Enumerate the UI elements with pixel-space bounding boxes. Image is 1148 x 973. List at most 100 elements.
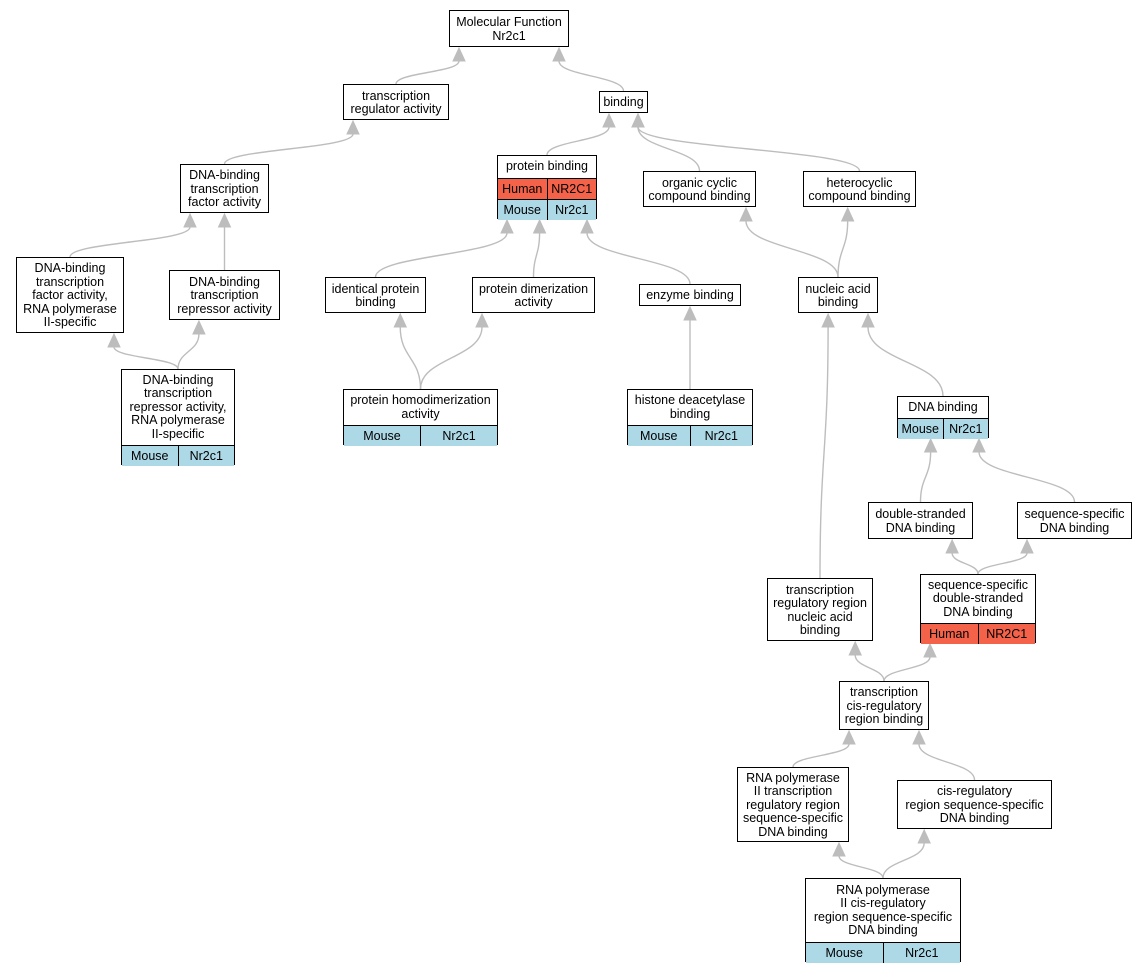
edge-arrowhead [107, 332, 121, 348]
go-term-label: sequence-specific double-stranded DNA bi… [927, 577, 1029, 619]
edge-rnap2crr-to-rnap2trr [838, 855, 884, 879]
edge-arrowhead [532, 218, 547, 234]
edge-arrowhead [500, 218, 514, 234]
edge-arrowhead [475, 312, 489, 328]
edge-binding-to-mf [558, 60, 625, 92]
go-term-label: DNA binding [908, 399, 978, 414]
annotation-species: Human [929, 627, 970, 641]
go-term-label: protein dimerization activity [478, 281, 589, 309]
edge-arrowhead [739, 206, 753, 222]
edge-phda-to-ipb [399, 326, 422, 390]
go-term-label: DNA-binding transcription factor activit… [23, 261, 117, 330]
go-term-node-ssdsdb[interactable]: sequence-specific double-stranded DNA bi… [920, 574, 1036, 644]
edge-arrowhead [346, 119, 360, 135]
go-term-label: cis-regulatory region sequence-specific … [905, 784, 1044, 826]
edge-arrowhead [917, 828, 931, 844]
edge-dbtfa-to-tra [223, 133, 354, 165]
edge-ocb-to-binding [637, 126, 701, 172]
go-term-node-dbtfa[interactable]: DNA-binding transcription factor activit… [180, 164, 269, 213]
edge-arrowhead [972, 437, 986, 453]
go-term-label: transcription regulatory region nucleic … [773, 582, 867, 637]
edge-rnap2crr-to-crrssdb [882, 842, 925, 879]
go-term-label: protein homodimerization activity [350, 393, 491, 421]
edge-dbtra2-to-dbtra [177, 333, 200, 370]
edge-eb-to-pb [586, 232, 691, 285]
go-term-label: transcription regulator activity [350, 88, 442, 116]
go-term-node-dbtra[interactable]: DNA-binding transcription repressor acti… [169, 270, 280, 320]
edge-tcrrb-to-trrnab [854, 654, 885, 682]
go-term-node-rnap2trr[interactable]: RNA polymerase II transcription regulato… [737, 767, 849, 842]
edge-arrowhead [183, 212, 197, 228]
go-term-node-rnap2crr[interactable]: RNA polymerase II cis-regulatory region … [805, 878, 961, 963]
edge-hcb-to-binding [637, 126, 861, 172]
edge-pda-to-pb [532, 232, 541, 278]
edge-arrowhead [217, 212, 232, 228]
annotation-row-mouse: Mouse Nr2c1 [628, 425, 752, 446]
annotation-species: Mouse [825, 946, 864, 960]
edge-ssdsdb-to-dsdb [951, 552, 979, 575]
edge-arrowhead [912, 729, 926, 745]
go-term-label: heterocyclic compound binding [808, 175, 911, 203]
go-term-label: identical protein binding [331, 281, 420, 309]
edge-dsdb-to-dnab [919, 451, 932, 503]
go-term-node-binding[interactable]: binding [599, 91, 648, 113]
go-term-label: protein binding [505, 159, 588, 174]
annotation-species: Human [502, 182, 543, 196]
edge-tcrrb-to-ssdsdb [883, 656, 931, 682]
edge-arrowhead [602, 112, 616, 128]
edge-trrnab-to-nab [819, 326, 829, 579]
go-term-node-mf[interactable]: Molecular Function Nr2c1 [449, 10, 569, 47]
edge-arrowhead [552, 46, 566, 62]
go-term-label: RNA polymerase II transcription regulato… [742, 770, 844, 839]
annotation-gene: Nr2c1 [882, 943, 961, 963]
go-term-label: RNA polymerase II cis-regulatory region … [813, 882, 953, 937]
go-term-label: Molecular Function Nr2c1 [456, 15, 562, 43]
edge-arrowhead [842, 729, 856, 745]
go-term-node-crrssdb[interactable]: cis-regulatory region sequence-specific … [897, 780, 1052, 829]
annotation-gene: Nr2c1 [689, 426, 753, 446]
edge-arrowhead [393, 312, 408, 328]
go-term-node-ssdb[interactable]: sequence-specific DNA binding [1017, 502, 1132, 539]
go-term-label: organic cyclic compound binding [648, 175, 751, 203]
annotation-gene: NR2C1 [977, 624, 1036, 644]
edge-crrssdb-to-tcrrb [918, 743, 976, 781]
annotation-species: Mouse [901, 422, 940, 436]
edge-arrowhead [861, 312, 875, 328]
edge-nab-to-ocb [745, 220, 839, 278]
go-term-node-ocb[interactable]: organic cyclic compound binding [643, 171, 756, 207]
edge-arrowhead [452, 46, 466, 62]
go-term-label: enzyme binding [646, 288, 734, 303]
go-term-node-dsdb[interactable]: double-stranded DNA binding [868, 502, 973, 539]
annotation-gene: Nr2c1 [942, 419, 989, 439]
annotation-gene: NR2C1 [546, 179, 597, 199]
go-term-node-ipb[interactable]: identical protein binding [325, 277, 426, 313]
go-term-label: DNA-binding transcription repressor acti… [129, 372, 227, 441]
edge-arrowhead [192, 319, 206, 335]
annotation-species: Mouse [363, 429, 401, 443]
go-term-node-trrnab[interactable]: transcription regulatory region nucleic … [767, 578, 873, 641]
annotation-species: Mouse [639, 429, 678, 443]
go-term-node-nab[interactable]: nucleic acid binding [798, 277, 878, 313]
edge-arrowhead [923, 437, 938, 453]
edge-arrowhead [821, 312, 835, 328]
go-term-node-tcrrb[interactable]: transcription cis-regulatory region bind… [839, 681, 929, 730]
edge-arrowhead [1020, 538, 1034, 554]
go-term-node-eb[interactable]: enzyme binding [639, 284, 741, 306]
go-term-node-pda[interactable]: protein dimerization activity [472, 277, 595, 313]
go-term-label: sequence-specific DNA binding [1024, 507, 1125, 535]
go-term-node-tra[interactable]: transcription regulator activity [343, 84, 449, 120]
go-term-node-dbtra2[interactable]: DNA-binding transcription repressor acti… [121, 369, 235, 466]
edge-pb-to-binding [546, 126, 610, 156]
annotation-gene: Nr2c1 [177, 446, 235, 466]
edge-ipb-to-pb [374, 232, 508, 278]
go-term-node-dbtfa2[interactable]: DNA-binding transcription factor activit… [16, 257, 124, 333]
go-term-node-hcb[interactable]: heterocyclic compound binding [803, 171, 916, 207]
